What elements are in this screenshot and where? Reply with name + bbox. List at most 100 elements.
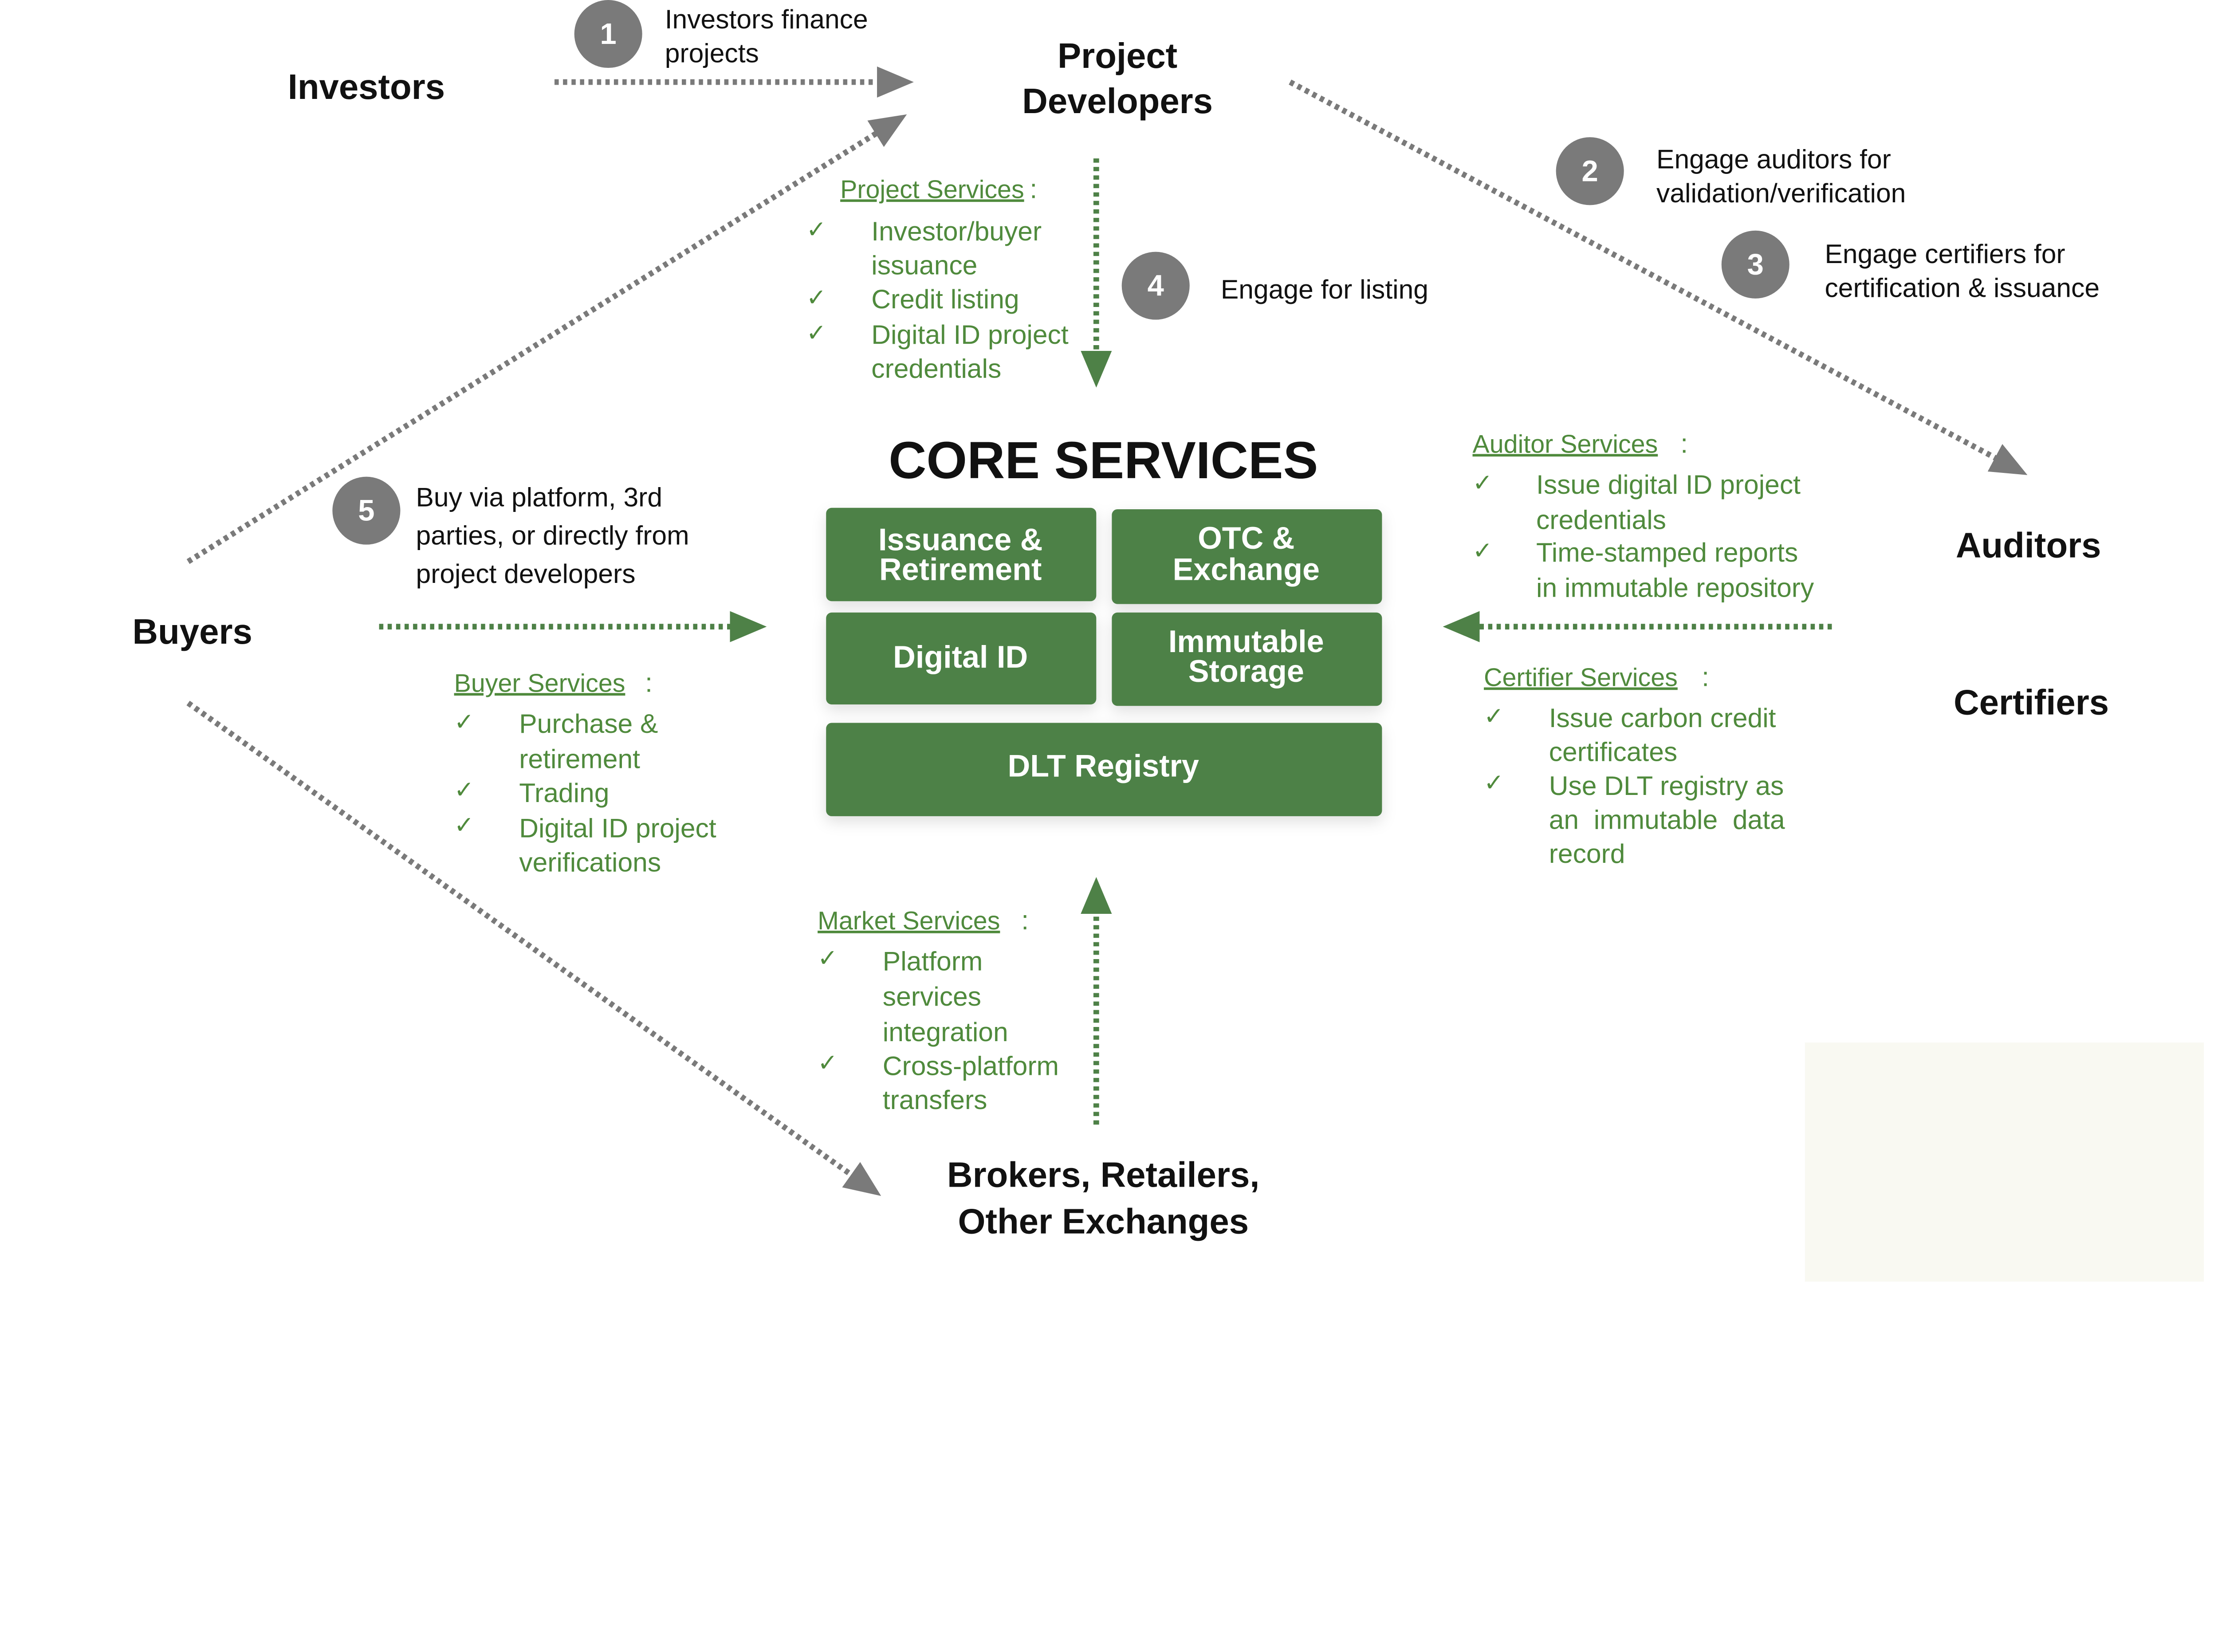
step-number: 3 bbox=[1747, 248, 1764, 281]
colon: : bbox=[1702, 662, 1709, 692]
step-3: 3 Engage certifiers for certification & … bbox=[1721, 230, 2100, 303]
check-icon: ✓ bbox=[818, 1050, 838, 1076]
step-label: Investors finance bbox=[665, 4, 868, 34]
actor-certifiers: Certifiers bbox=[1954, 682, 2109, 722]
service-item: verifications bbox=[519, 847, 661, 877]
step-2: 2 Engage auditors for validation/verific… bbox=[1556, 137, 1906, 208]
check-icon: ✓ bbox=[806, 216, 826, 243]
arrow-buyers-to-developers bbox=[186, 114, 907, 564]
service-item: Issue carbon credit bbox=[1549, 703, 1776, 733]
check-icon: ✓ bbox=[454, 776, 474, 803]
arrow-developers-to-auditors bbox=[1289, 79, 2028, 475]
step-label: projects bbox=[665, 38, 759, 68]
step-label: project developers bbox=[416, 559, 636, 589]
core-services-grid bbox=[826, 507, 1382, 816]
step-number-badge bbox=[1721, 230, 1789, 299]
service-item: Digital ID project bbox=[519, 813, 716, 843]
certifier-services: Certifier Services: ✓ Issue carbon credi… bbox=[1484, 662, 1785, 869]
actor-project-developers-line2: Developers bbox=[1022, 81, 1213, 121]
project-services: Project Services: ✓ Investor/buyer issua… bbox=[806, 173, 1069, 383]
step-number-badge bbox=[1121, 252, 1190, 320]
box-otc-label: Exchange bbox=[1173, 551, 1320, 586]
box-digital-id bbox=[826, 612, 1097, 705]
service-title: Buyer Services bbox=[454, 669, 625, 697]
step-number: 5 bbox=[358, 494, 374, 527]
box-issuance-label: Issuance & bbox=[878, 522, 1042, 557]
service-title: Auditor Services bbox=[1473, 430, 1658, 458]
colon: : bbox=[1021, 905, 1029, 935]
step-number: 1 bbox=[600, 17, 617, 51]
actor-investors: Investors bbox=[288, 67, 445, 106]
service-item: Trading bbox=[519, 778, 609, 808]
service-item: Investor/buyer bbox=[871, 216, 1042, 246]
service-item: transfers bbox=[883, 1085, 987, 1115]
buyer-services: Buyer Services: ✓ Purchase & retirement … bbox=[454, 667, 716, 877]
service-title: Market Services bbox=[818, 907, 1000, 935]
step-label: parties, or directly from bbox=[416, 520, 689, 551]
step-label: Engage certifiers for bbox=[1825, 239, 2065, 269]
check-icon: ✓ bbox=[1473, 538, 1493, 564]
check-icon: ✓ bbox=[1473, 469, 1493, 496]
background-panel bbox=[1805, 1042, 2204, 1282]
service-item: Credit listing bbox=[871, 284, 1019, 314]
box-otc-exchange bbox=[1112, 509, 1382, 604]
service-item: Use DLT registry as bbox=[1549, 771, 1784, 801]
service-item: in immutable repository bbox=[1536, 573, 1814, 603]
service-item: record bbox=[1549, 838, 1625, 869]
auditor-services: Auditor Services: ✓ Issue digital ID pro… bbox=[1473, 428, 1814, 602]
market-services: Market Services: ✓ Platform services int… bbox=[818, 905, 1059, 1115]
check-icon: ✓ bbox=[454, 708, 474, 735]
service-item: credentials bbox=[871, 353, 1001, 383]
box-issuance-retirement bbox=[826, 507, 1097, 602]
step-number-badge bbox=[332, 476, 401, 545]
service-item: certificates bbox=[1549, 737, 1678, 767]
actor-buyers: Buyers bbox=[133, 612, 252, 651]
box-otc-label: OTC & bbox=[1198, 520, 1294, 555]
service-item: Issue digital ID project bbox=[1536, 469, 1801, 500]
box-immutable-label: Storage bbox=[1188, 653, 1304, 688]
check-icon: ✓ bbox=[806, 319, 826, 346]
step-number-badge bbox=[574, 0, 642, 68]
step-label: certification & issuance bbox=[1825, 273, 2100, 303]
carbon-market-diagram: Investors Project Developers Auditors Ce… bbox=[133, 0, 2204, 1282]
service-item: Time-stamped reports bbox=[1536, 537, 1798, 567]
check-icon: ✓ bbox=[454, 812, 474, 838]
step-label: Engage auditors for bbox=[1656, 144, 1891, 174]
step-5: 5 Buy via platform, 3rd parties, or dire… bbox=[332, 476, 689, 589]
box-issuance-label: Retirement bbox=[879, 551, 1042, 586]
service-item: Purchase & bbox=[519, 708, 658, 739]
service-item: issuance bbox=[871, 250, 977, 280]
actor-auditors: Auditors bbox=[1956, 525, 2101, 565]
core-services-title: CORE SERVICES bbox=[889, 431, 1318, 490]
colon: : bbox=[1680, 428, 1688, 458]
box-immutable-label: Immutable bbox=[1168, 624, 1324, 659]
step-1: 1 Investors finance projects bbox=[574, 0, 868, 68]
arrow-buyers-to-brokers bbox=[186, 700, 881, 1196]
box-immutable-storage bbox=[1112, 612, 1382, 706]
check-icon: ✓ bbox=[806, 284, 826, 311]
colon: : bbox=[1030, 173, 1037, 204]
service-title: Project Services bbox=[840, 175, 1024, 204]
box-dlt-registry bbox=[826, 723, 1382, 816]
service-item: Platform bbox=[883, 946, 983, 976]
service-item: Digital ID project bbox=[871, 319, 1069, 350]
step-label: validation/verification bbox=[1656, 178, 1906, 208]
check-icon: ✓ bbox=[1484, 703, 1504, 730]
service-item: credentials bbox=[1536, 505, 1666, 535]
step-number: 4 bbox=[1148, 269, 1164, 303]
service-item: services bbox=[883, 981, 981, 1011]
step-label: Buy via platform, 3rd bbox=[416, 482, 663, 512]
service-item: Cross-platform bbox=[883, 1050, 1059, 1081]
service-item: retirement bbox=[519, 743, 640, 774]
step-4: 4 Engage for listing bbox=[1121, 252, 1428, 320]
service-title: Certifier Services bbox=[1484, 664, 1678, 692]
step-number-badge bbox=[1556, 137, 1624, 205]
box-digital-id-label: Digital ID bbox=[893, 639, 1028, 674]
step-label: Engage for listing bbox=[1221, 274, 1428, 304]
actor-brokers-line1: Brokers, Retailers, bbox=[947, 1155, 1259, 1194]
actor-brokers-line2: Other Exchanges bbox=[958, 1202, 1249, 1241]
colon: : bbox=[645, 667, 653, 697]
step-number: 2 bbox=[1582, 154, 1598, 188]
box-dlt-label: DLT Registry bbox=[1008, 748, 1199, 783]
service-item: an immutable data bbox=[1549, 805, 1785, 835]
